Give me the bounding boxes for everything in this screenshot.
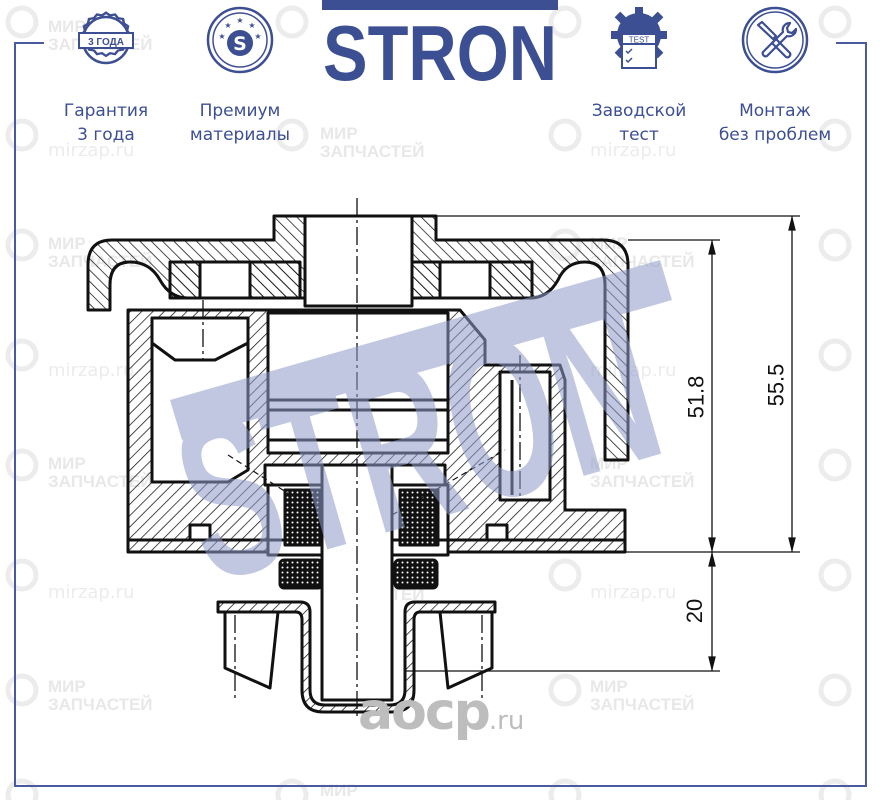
stron-watermark-logo: STRON: [151, 251, 683, 630]
dimension-pulley-height: 51.8: [683, 375, 709, 419]
svg-text:★: ★: [218, 32, 225, 41]
svg-text:★: ★: [236, 16, 243, 25]
frame-right: [865, 42, 867, 787]
svg-text:★: ★: [248, 21, 255, 30]
svg-text:3 ГОДА: 3 ГОДА: [88, 37, 124, 48]
frame-left: [14, 42, 16, 787]
svg-text:S: S: [233, 33, 247, 55]
svg-text:★: ★: [254, 32, 261, 41]
watermark-url: mirzap.ru: [48, 140, 135, 161]
tools-icon: [741, 6, 809, 74]
dimension-overall-height: 55.5: [763, 363, 789, 407]
stron-logo: STRON: [322, 0, 558, 82]
premium-s-icon: S ★ ★ ★ ★ ★: [206, 6, 274, 74]
frame-bottom: [14, 785, 867, 787]
svg-text:TEST: TEST: [629, 36, 650, 45]
factory-test-gear-icon: TEST: [611, 7, 667, 69]
dimension-offset: 20: [682, 598, 708, 624]
watermark-url: mirzap.ru: [48, 582, 135, 603]
frame-top-left-bracket: [14, 42, 44, 44]
watermark-url: mirzap.ru: [590, 582, 677, 603]
watermark-url: mirzap.ru: [48, 360, 135, 381]
frame-top-right-bracket: [836, 42, 867, 44]
aocp-watermark: aocp.ru: [358, 682, 525, 742]
watermark-url: mirzap.ru: [590, 140, 677, 161]
warranty-badge-icon: 3 ГОДА: [78, 11, 134, 65]
svg-text:★: ★: [224, 21, 231, 30]
svg-text:STRON: STRON: [151, 251, 683, 630]
svg-text:STRON: STRON: [323, 9, 557, 82]
